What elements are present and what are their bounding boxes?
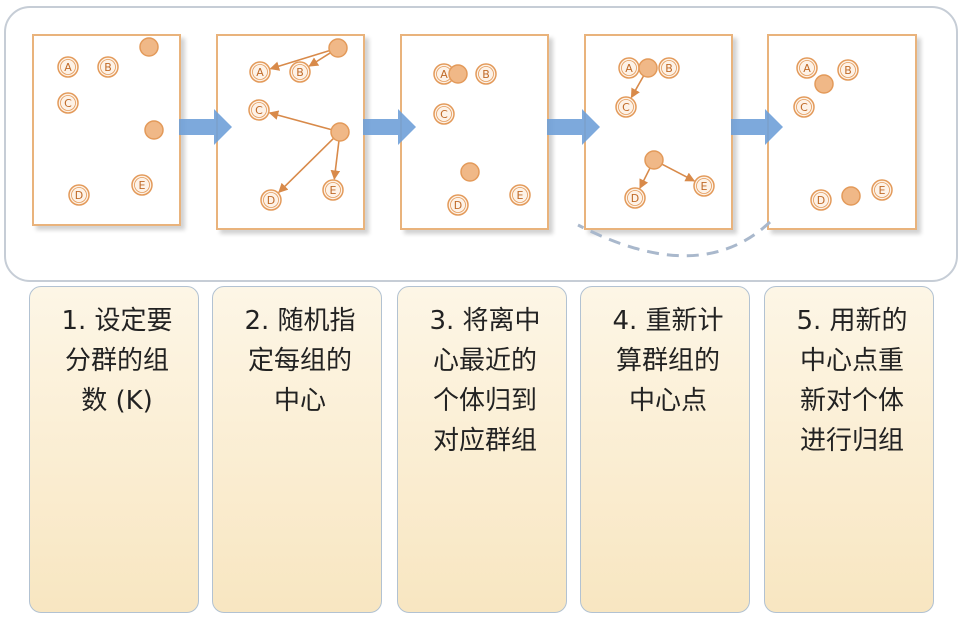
step-2-assign-arrow [269, 49, 330, 71]
step-4-centroid [638, 58, 658, 78]
step-4-point-A: A [618, 57, 640, 79]
step-4-assign-arrow [630, 75, 645, 99]
flow-arrow-4 [731, 109, 783, 145]
point-label: B [296, 66, 304, 79]
point-label: E [139, 179, 146, 192]
point-label: A [440, 68, 448, 81]
point-label: C [622, 101, 630, 114]
step-5-point-E: E [871, 179, 893, 201]
point-label: C [800, 101, 808, 114]
step-4-point-E: E [693, 175, 715, 197]
point-label: D [631, 192, 639, 205]
step-2-assign-arrow [330, 140, 341, 181]
step-1-centroid [144, 120, 164, 140]
step-5-centroid [841, 186, 861, 206]
point-label: B [844, 64, 852, 77]
step-1-caption: 1. 设定要 分群的组 数 (K) [61, 306, 173, 416]
step-2-centroid [330, 122, 350, 142]
step-3-centroid [448, 64, 468, 84]
point-label: E [879, 184, 886, 197]
step-1-point-A: A [57, 56, 79, 78]
step-5-caption: 5. 用新的 中心点重 新对个体 进行归组 [796, 306, 908, 456]
step-3-card: 3. 将离中 心最近的 个体归到 对应群组 [397, 286, 567, 613]
step-2-assign-arrow [308, 52, 331, 67]
point-label: C [64, 97, 72, 110]
point-label: C [255, 104, 263, 117]
flow-arrow-2 [363, 109, 416, 145]
point-label: A [625, 62, 633, 75]
flow-arrow-1 [179, 109, 232, 145]
step-1-point-E: E [131, 174, 153, 196]
point-label: A [803, 62, 811, 75]
step-2-point-D: D [260, 189, 282, 211]
step-1-point-B: B [97, 56, 119, 78]
step-1-point-D: D [68, 184, 90, 206]
point-label: D [454, 199, 462, 212]
step-4-centroid [644, 150, 664, 170]
step-4-card: 4. 重新计 算群组的 中心点 [580, 286, 750, 613]
point-label: D [817, 194, 825, 207]
step-1-centroid [139, 37, 159, 57]
step-2-point-B: B [289, 61, 311, 83]
step-3-caption: 3. 将离中 心最近的 个体归到 对应群组 [429, 306, 541, 456]
step-4-point-C: C [615, 96, 637, 118]
point-label: C [440, 108, 448, 121]
point-label: A [64, 61, 72, 74]
step-3-point-D: D [447, 194, 469, 216]
step-4-point-B: B [658, 57, 680, 79]
step-2-centroid [328, 38, 348, 58]
step-4-assign-arrow [661, 163, 696, 182]
step-2-point-C: C [248, 99, 270, 121]
point-label: B [104, 61, 112, 74]
step-5-point-C: C [793, 96, 815, 118]
point-label: B [665, 62, 673, 75]
step-3-centroid [460, 162, 480, 182]
point-label: A [256, 66, 264, 79]
step-3-point-B: B [475, 63, 497, 85]
step-2-point-E: E [322, 179, 344, 201]
step-2-point-A: A [249, 61, 271, 83]
step-2-assign-arrow [268, 110, 332, 131]
flow-arrow-3 [547, 109, 600, 145]
point-label: E [517, 189, 524, 202]
point-label: D [267, 194, 275, 207]
step-5-card: 5. 用新的 中心点重 新对个体 进行归组 [764, 286, 934, 613]
step-5-centroid [814, 74, 834, 94]
point-label: B [482, 68, 490, 81]
step-4-assign-arrow [639, 167, 651, 190]
point-label: E [330, 184, 337, 197]
step-1-card: 1. 设定要 分群的组 数 (K) [29, 286, 199, 613]
step-4-point-D: D [624, 187, 646, 209]
step-2-caption: 2. 随机指 定每组的 中心 [244, 306, 356, 416]
point-label: D [75, 189, 83, 202]
step-4-caption: 4. 重新计 算群组的 中心点 [612, 306, 724, 416]
step-5-point-A: A [796, 57, 818, 79]
step-3-point-E: E [509, 184, 531, 206]
loop-back-arrow [577, 220, 772, 258]
step-2-card: 2. 随机指 定每组的 中心 [212, 286, 382, 613]
step-1-point-C: C [57, 92, 79, 114]
step-5-point-D: D [810, 189, 832, 211]
step-5-point-B: B [837, 59, 859, 81]
step-2-assign-arrow [278, 137, 335, 193]
step-3-point-C: C [433, 103, 455, 125]
point-label: E [701, 180, 708, 193]
